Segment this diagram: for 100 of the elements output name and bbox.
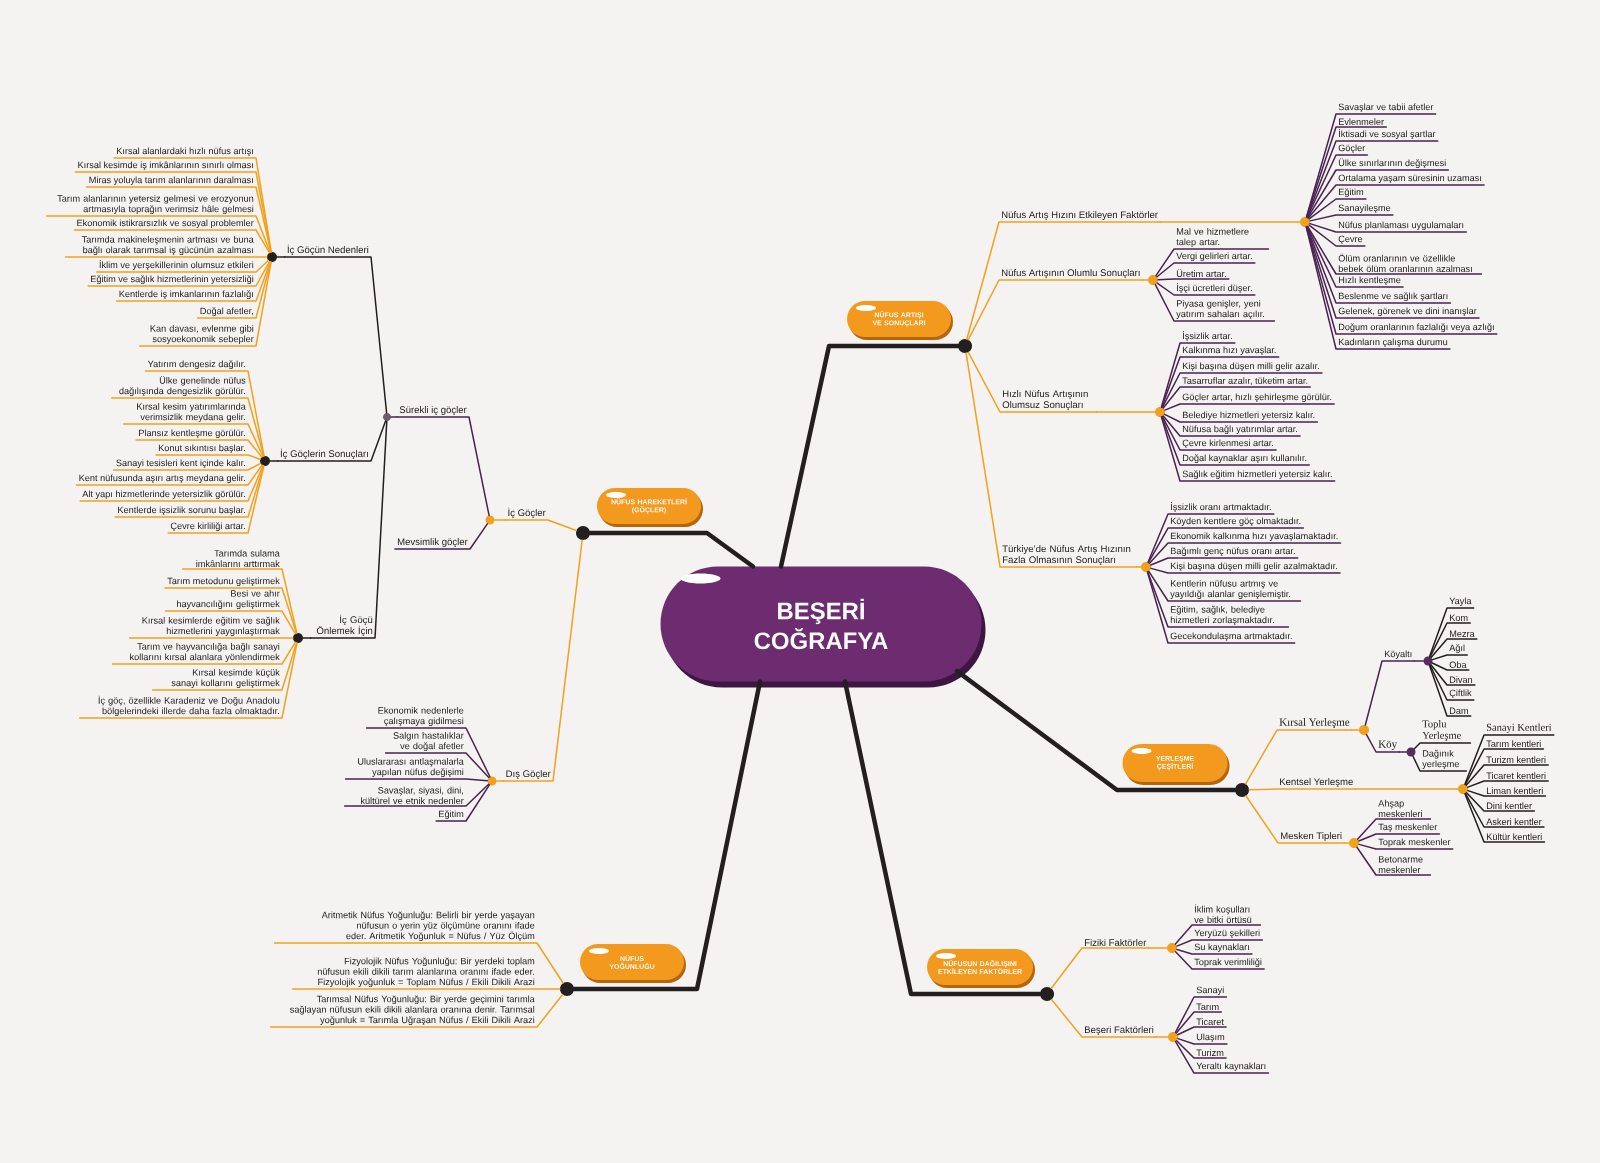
branch-line (64, 256, 268, 258)
branch-line (73, 229, 271, 254)
item-text: Mezra (1449, 630, 1475, 637)
branch-line (1465, 764, 1549, 786)
item-text: Doğal kaynaklar aşırı kullanılır. (1182, 454, 1307, 463)
topic-text: İç Göçün Nedenleri (287, 244, 369, 255)
junction-dot (576, 526, 590, 540)
item-text: Ekonomik nedenlerle çalışmaya gidilmesi (378, 706, 464, 726)
branch-line (1174, 951, 1265, 970)
branch-line (302, 637, 312, 639)
item-text: Gelenek, görenek ve dini inanışlar (1338, 307, 1477, 316)
item-text: Kentlerin nüfusu artmış ve yayıldığı alanlar genişlemiştir. (1170, 579, 1291, 599)
branch-line (167, 465, 265, 534)
branch-line (1306, 225, 1483, 275)
branch-line (1175, 1011, 1223, 1034)
branch-line (1365, 733, 1401, 753)
item-text: Ulaşım (1196, 1033, 1225, 1042)
item-text: Dam (1449, 707, 1468, 714)
branch-line (1467, 780, 1549, 788)
item-text: Ekonomik kalkınma hızı yavaşlamaktadır. (1170, 532, 1338, 541)
item-text: Ağıl (1449, 644, 1465, 653)
branch-line (1343, 842, 1350, 844)
branch-line (128, 637, 294, 639)
main-branch-line (778, 343, 961, 569)
item-text: Sanayi Kentleri (1486, 723, 1552, 733)
topic-text: Nüfus Artış Hızını Etkileyen Faktörler (1002, 211, 1158, 220)
branch-line (1244, 729, 1353, 785)
branch-line (115, 261, 271, 302)
branch-line (1175, 1039, 1227, 1059)
branch-line (181, 568, 298, 634)
item-text: Tarım (1196, 1003, 1219, 1010)
branch-line (1147, 513, 1275, 563)
item-text: Tarımda sulama imkânlarını arttırmak (196, 549, 280, 567)
branch-line (1306, 225, 1404, 288)
item-text: Dağınık yerleşme (1422, 749, 1459, 769)
branch-line (269, 460, 279, 462)
item-text: Sanayi tesisleri kent içinde kalır. (116, 459, 245, 468)
branch-line (1050, 998, 1157, 1038)
branch-line (435, 784, 491, 822)
main-branch-line (842, 679, 1043, 997)
branch-line (1176, 1026, 1227, 1036)
item-text: Kırsal kesimlerde eğitim ve sağlık hizmetlerini yaygınlaştırmak (142, 616, 280, 636)
item-text: Kırsal kesim yatırımlarında verimsizlik meydana gelir. (137, 403, 246, 422)
branch-line (343, 783, 490, 807)
item-text: Üretim artar. (1176, 269, 1226, 277)
item-text: Doğum oranlarının fazlalığı veya azlığı (1338, 323, 1494, 332)
branch-line (1465, 792, 1535, 812)
item-text: Göçler (1338, 144, 1366, 153)
main-branch-line (571, 679, 763, 992)
branch-line (1177, 1037, 1228, 1045)
branch-line (96, 259, 269, 273)
branch-line (1430, 663, 1476, 686)
branch-line (110, 397, 265, 457)
branch-line (1156, 282, 1256, 296)
branch-line (1245, 795, 1345, 844)
item-text: İşsizlik oranı artmaktadır. (1171, 502, 1271, 512)
branch-line (269, 993, 564, 1028)
item-text: Tarım ve hayvancılığa bağlı sanayi kollarını kırsal alanlara yönlendirmek (130, 642, 280, 662)
item-text: Beslenme ve sağlık şartları (1338, 292, 1448, 301)
branch-line (1161, 415, 1277, 451)
junction-dot (560, 982, 574, 996)
branch-line (1164, 403, 1335, 411)
branch-line (1307, 184, 1485, 219)
branch-line (291, 988, 561, 990)
branch-line (74, 171, 272, 253)
item-text: Tarım metodunu geliştirmek (167, 577, 280, 586)
junction-dot (958, 339, 972, 353)
branch-line (396, 416, 490, 517)
item-text: Çevre kirlenmesi artar. (1182, 439, 1274, 448)
topic-text: İç Göçler (508, 507, 546, 518)
item-text: Kadınların çalışma durumu (1338, 338, 1448, 347)
topic-text: Nüfus Artışının Olumlu Sonuçları (1002, 269, 1140, 278)
item-text: Kalkınma hızı yavaşlar. (1182, 346, 1276, 355)
item-text: Kan davası, evlenme gibi sosyoekonomik sebepler (150, 325, 254, 344)
branch-line (1356, 846, 1432, 876)
item-text: Kent nüfusunda aşırı artış meydana gelir. (79, 474, 245, 483)
item-text: Tarım alanlarının yetersiz gelmesi ve erozyonun artmasıyla toprağın verimsiz hâle gelmesi (57, 195, 254, 214)
item-text: Tarım kentleri (1486, 740, 1541, 747)
topic-text: Köy (1378, 740, 1398, 750)
item-text: Çevre kirliliği artar. (170, 522, 245, 531)
item-text: Yeraltı kaynakları (1196, 1062, 1266, 1071)
branch-line (504, 519, 577, 532)
branch-line (1428, 607, 1475, 658)
item-text: Kentlerde iş imkanlarının fazlalığı (119, 290, 253, 299)
branch-line (85, 186, 272, 253)
branch-line (1305, 126, 1387, 218)
branch-line (144, 370, 265, 457)
branch-line (502, 539, 583, 782)
branch-line (365, 727, 491, 778)
branch-line (1162, 386, 1311, 409)
branch-line (1157, 278, 1230, 281)
item-text: Savaşlar ve tabii afetler (1338, 103, 1434, 112)
branch-line (1147, 527, 1305, 564)
branch-line (1464, 793, 1546, 843)
topic-text: İç Göçü Önlemek İçin (316, 614, 373, 636)
branch-line (1398, 751, 1408, 753)
item-text: Çevre (1338, 235, 1363, 244)
branch-line (87, 260, 271, 287)
item-text: Aritmetik Nüfus Yoğunluğu: Belirli bir yerde yaşayan nüfusun o yerin yüz ölçümüne oranını ifade eder. Aritmetik Yoğunluk = Nüfus / Yüz Ölçüm (321, 911, 535, 941)
branch-line (1428, 664, 1472, 717)
